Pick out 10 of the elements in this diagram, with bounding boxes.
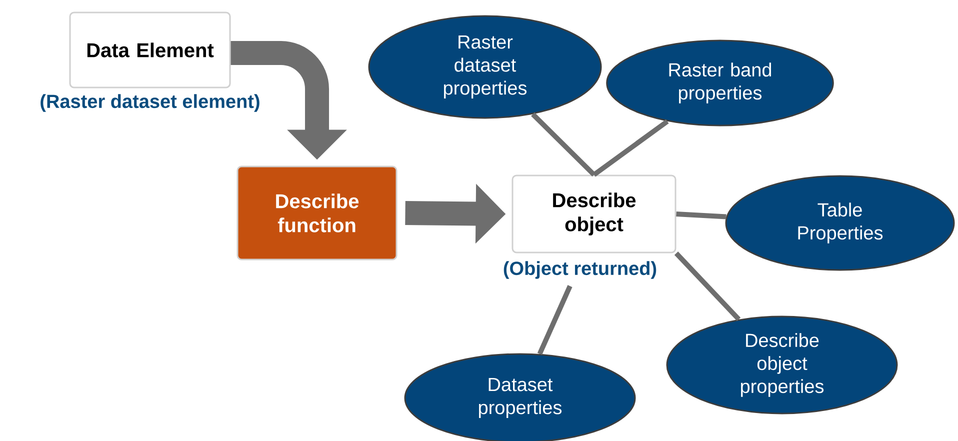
process-box: Describe object — [512, 174, 676, 254]
function-box: Describe function — [236, 166, 398, 260]
process-box: Data Element — [69, 12, 231, 88]
connector-line — [676, 212, 726, 220]
caption-text: (Object returned) — [504, 261, 656, 279]
connector-line — [674, 252, 741, 322]
connector-line — [537, 285, 572, 355]
caption-text: (Raster dataset element) — [40, 94, 260, 112]
connector-line — [531, 112, 596, 177]
connector-line — [592, 119, 669, 177]
